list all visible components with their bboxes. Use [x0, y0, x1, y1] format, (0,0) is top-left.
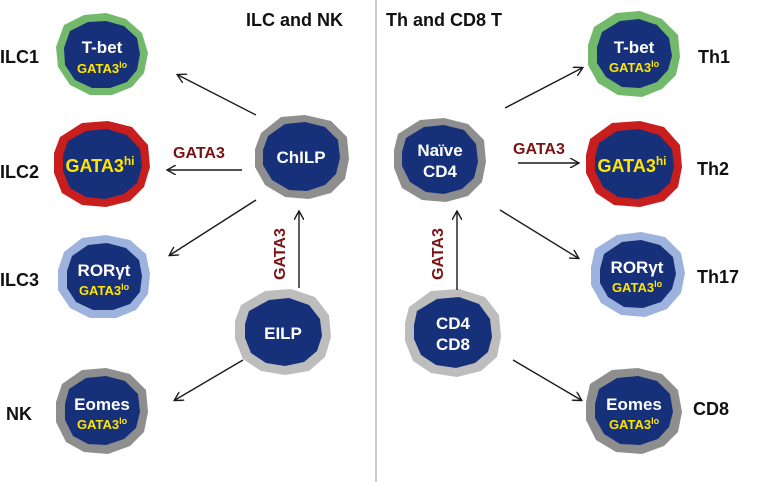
th2-label: Th2 — [697, 159, 729, 179]
th2-gata: GATA3hi — [597, 154, 666, 176]
arrow-naive-to-th17 — [499, 209, 578, 258]
nk-marker: Eomes — [74, 395, 130, 414]
nk-gata: GATA3lo — [77, 416, 128, 432]
th1-marker: T-bet — [614, 38, 655, 57]
ilc1-body — [64, 21, 140, 88]
ilc2-gata: GATA3hi — [65, 154, 134, 176]
chilp-cell: ChILP — [255, 115, 349, 199]
th17-body — [600, 240, 676, 308]
cd8-body — [595, 376, 673, 445]
naive-line1: Naïve — [417, 141, 462, 160]
left-gata3-horizontal: GATA3 — [173, 145, 225, 162]
ilc2-body — [63, 129, 142, 199]
precursor-line2: CD8 — [436, 335, 470, 354]
th2-body — [595, 129, 674, 199]
nk-body — [65, 376, 140, 445]
eilp-name: EILP — [264, 324, 302, 343]
arrow-eilp-to-nk — [175, 359, 244, 400]
arrow-chilp-to-ilc1 — [178, 75, 257, 116]
naive-line2: CD4 — [423, 162, 458, 181]
ilc2-cell: GATA3hi — [54, 121, 150, 207]
right-gata3-horizontal: GATA3 — [513, 141, 565, 158]
ilc1-cell: T-bet GATA3lo — [56, 13, 148, 95]
arrow-precursor-to-cd8 — [512, 359, 581, 400]
naive-body — [402, 125, 478, 194]
th17-cell: RORγt GATA3lo — [591, 232, 685, 317]
ilc3-body — [67, 243, 142, 310]
ilc3-cell: RORγt GATA3lo — [58, 235, 150, 318]
th2-cell: GATA3hi — [586, 121, 682, 207]
right-panel-title: Th and CD8 T — [386, 10, 502, 30]
th1-body — [597, 19, 672, 88]
ilc2-label: ILC2 — [0, 162, 39, 182]
cd8-label: CD8 — [693, 399, 729, 419]
left-gata3-vertical: GATA3 — [272, 228, 289, 280]
arrow-chilp-to-ilc3 — [170, 199, 257, 255]
precursor-body — [414, 297, 492, 368]
th1-cell: T-bet GATA3lo — [588, 11, 680, 97]
nk-label: NK — [6, 404, 32, 424]
th17-marker: RORγt — [611, 258, 664, 277]
eilp-body — [245, 298, 322, 366]
eilp-cell: EILP — [235, 289, 331, 375]
ilc3-label: ILC3 — [0, 270, 39, 290]
chilp-name: ChILP — [276, 148, 325, 167]
arrow-naive-to-th1 — [504, 68, 582, 109]
th17-gata: GATA3lo — [612, 279, 663, 295]
cd8-marker: Eomes — [606, 395, 662, 414]
th17-label: Th17 — [697, 267, 739, 287]
left-panel-title: ILC and NK — [246, 10, 343, 30]
right-gata3-vertical: GATA3 — [430, 228, 447, 280]
naive-cd4-cell: Naïve CD4 — [394, 118, 486, 202]
ilc1-label: ILC1 — [0, 47, 39, 67]
ilc1-marker: T-bet — [82, 38, 123, 57]
cd8-cell: Eomes GATA3lo — [586, 368, 682, 454]
precursor-line1: CD4 — [436, 314, 471, 333]
th1-gata: GATA3lo — [609, 59, 660, 75]
chilp-body — [263, 122, 340, 191]
ilc3-gata: GATA3lo — [79, 282, 130, 298]
cd8-gata: GATA3lo — [609, 416, 660, 432]
ilc3-marker: RORγt — [78, 261, 131, 280]
cd4-cd8-cell: CD4 CD8 — [405, 289, 501, 377]
th1-label: Th1 — [698, 47, 730, 67]
ilc1-gata: GATA3lo — [77, 60, 128, 76]
nk-cell: Eomes GATA3lo — [56, 368, 148, 454]
